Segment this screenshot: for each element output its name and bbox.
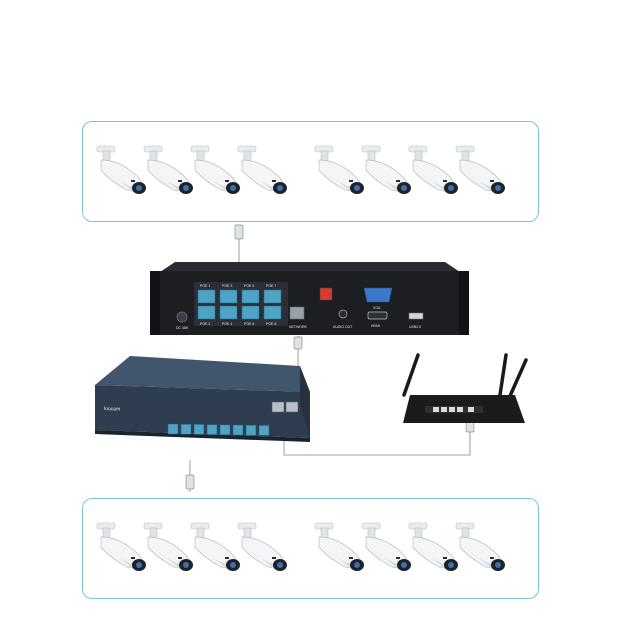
- nvr-network-label: NETWORK: [289, 325, 308, 329]
- nvr-poe-port-poe6: [241, 305, 260, 320]
- camera-top-2-bullet-camera-icon: [142, 140, 196, 202]
- usb-port-icon: [408, 312, 424, 320]
- nvr-poe-port-label: POE 2: [200, 322, 210, 326]
- camera-top-4-bullet-camera-icon: [236, 140, 290, 202]
- camera-group-top: [82, 121, 539, 222]
- nvr-poe-port-poe2: [197, 305, 216, 320]
- nvr-poe-port-poe7: [263, 289, 282, 304]
- nvr-poe-port-label: POE 4: [222, 322, 232, 326]
- nvr-poe-port-poe1: [197, 289, 216, 304]
- switch-poe-port-7: [245, 424, 257, 436]
- audio-jack-icon: [338, 309, 348, 319]
- nvr-poe-ports: [194, 282, 288, 326]
- nvr-poe-port-label: POE 3: [222, 284, 232, 288]
- switch-poe-port-6: [232, 424, 244, 436]
- nvr-vga-label: VGA: [373, 306, 381, 310]
- switch-poe-port-5: [219, 424, 231, 436]
- uplink-port-2: [285, 401, 299, 413]
- switch-poe-port-1: [167, 423, 179, 435]
- nvr-poe-port-poe3: [219, 289, 238, 304]
- nvr-poe-port-label: POE 8: [266, 322, 276, 326]
- nvr-audio-label: AUDIO OUT: [333, 325, 353, 329]
- uplink-port-1: [271, 401, 285, 413]
- nvr-power-label: DC 48V: [176, 326, 189, 330]
- nvr-poe-port-label: POE 1: [200, 284, 210, 288]
- camera-top-6-bullet-camera-icon: [360, 140, 414, 202]
- camera-row-bottom: [83, 499, 538, 598]
- camera-bottom-6-bullet-camera-icon: [360, 517, 414, 579]
- switch-poe-port-8: [258, 425, 270, 436]
- camera-top-1-bullet-camera-icon: [95, 140, 149, 202]
- camera-bottom-5-bullet-camera-icon: [313, 517, 367, 579]
- camera-top-8-bullet-camera-icon: [454, 140, 508, 202]
- camera-bottom-7-bullet-camera-icon: [407, 517, 461, 579]
- camera-top-5-bullet-camera-icon: [313, 140, 367, 202]
- switch-brand: loocam: [104, 406, 120, 413]
- camera-bottom-3-bullet-camera-icon: [189, 517, 243, 579]
- nvr-poe-port-label: POE 7: [266, 284, 276, 288]
- power-switch-icon: [319, 287, 333, 301]
- switch-poe-port-3: [193, 424, 205, 435]
- network-port-icon: [289, 306, 305, 320]
- wifi-router-icon: [402, 353, 528, 423]
- camera-bottom-4-bullet-camera-icon: [236, 517, 290, 579]
- vga-port-icon: [363, 287, 393, 303]
- nvr-poe-port-label: POE 6: [244, 322, 254, 326]
- poe-switch-icon: loocam loocam: [95, 356, 310, 443]
- nvr-usb-label: USB2.0: [409, 325, 421, 329]
- hdmi-port-icon: [367, 311, 388, 320]
- cable-switch-to-router: [283, 418, 471, 456]
- nvr-poe-port-label: POE 5: [244, 284, 254, 288]
- nvr-poe-port-poe5: [241, 289, 260, 304]
- switch-brand-front: loocam: [128, 436, 144, 443]
- camera-bottom-1-bullet-camera-icon: [95, 517, 149, 579]
- switch-poe-port-2: [180, 423, 192, 435]
- nvr-poe-port-poe8: [263, 305, 282, 320]
- nvr-poe-port-poe4: [219, 305, 238, 320]
- power-jack-icon: [176, 311, 188, 323]
- camera-bottom-2-bullet-camera-icon: [142, 517, 196, 579]
- switch-poe-port-4: [206, 424, 218, 435]
- camera-top-7-bullet-camera-icon: [407, 140, 461, 202]
- camera-row-top: [83, 122, 538, 221]
- camera-group-bottom: [82, 498, 539, 599]
- nvr-recorder-icon: POE 1 POE 3 POE 5 POE 7 POE 2 POE 4 POE 6 POE 8…: [150, 262, 469, 335]
- camera-top-3-bullet-camera-icon: [189, 140, 243, 202]
- camera-bottom-8-bullet-camera-icon: [454, 517, 508, 579]
- nvr-hdmi-label: HDMI: [371, 324, 380, 328]
